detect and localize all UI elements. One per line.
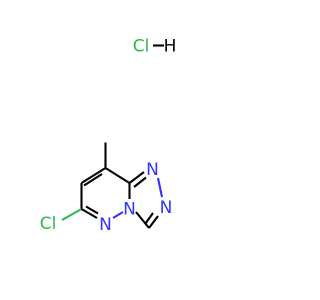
ring-chlorine-label: Cl [40, 214, 57, 234]
atom-labels: Cl N N N N [40, 160, 173, 235]
bond-layer [61, 142, 164, 229]
c8a-c8-bond [104, 167, 131, 184]
c6-n5-inner-bond [85, 205, 99, 215]
c8-c7-inner-bond [83, 173, 103, 187]
n1-n2-bond [156, 177, 164, 198]
n5-n4-bond [112, 211, 124, 219]
n2-c3-inner-bond [144, 212, 154, 225]
c8a-n1-bond [128, 171, 145, 184]
hydrochloride-salt: Cl H [133, 37, 177, 57]
c6-n5-bond [80, 208, 98, 219]
nitrogen-n5-label: N [99, 215, 112, 235]
c8-c7-bond [80, 167, 107, 184]
nitrogen-n4-label: N [123, 200, 136, 220]
salt-hydrogen-label: H [164, 37, 177, 57]
molecule-canvas: Cl H Cl N N N [39, 36, 177, 235]
n2-c3-bond [148, 215, 159, 229]
salt-chlorine-label: Cl [133, 37, 150, 57]
nitrogen-n2-label: N [160, 198, 173, 218]
c8a-n1-inner-bond [133, 176, 147, 188]
nitrogen-n1-label: N [146, 160, 159, 180]
c3-n4-bond [135, 211, 150, 229]
c6-cl-bond [61, 208, 83, 221]
